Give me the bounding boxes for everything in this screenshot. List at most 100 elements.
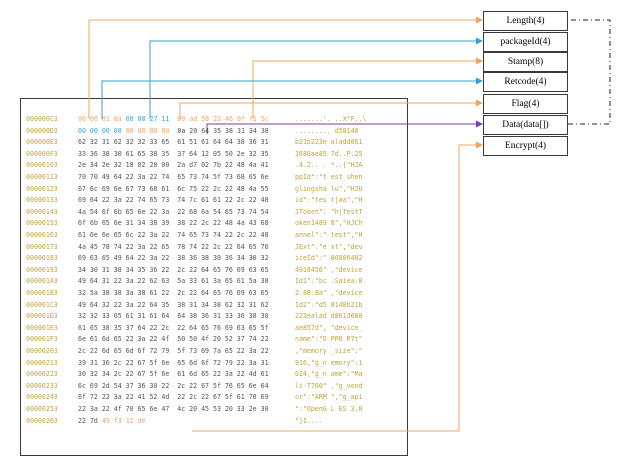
hex-dump-panel [20, 98, 408, 456]
hex-row-address: 000001E3 [26, 323, 58, 332]
hex-row-bytes: 39 31 36 2c 22 67 5f 6e 65 6d 6f 72 79 2… [78, 358, 269, 367]
hex-row-bytes: 22 7d 49 f3 11 de [78, 416, 146, 425]
hex-row-bytes: 49 64 31 22 3a 22 62 63 5a 33 61 3a 65 6… [78, 277, 269, 286]
hex-row-bytes: 6f 6b 65 6e 31 34 38 39 38 22 2c 22 48 4… [78, 219, 269, 228]
hex-row-address: 00000123 [26, 184, 58, 193]
hex-row-address: 00000153 [26, 219, 58, 228]
hex-row-ascii: Id2":"d5 8148b21b [295, 300, 363, 309]
hex-row-ascii: ppId":"t est_shen [295, 173, 363, 181]
hex-row: 00000193 34 30 31 38 34 35 36 22 2c 22 64… [26, 266, 406, 276]
hex-row-bytes: 32 32 33 65 61 31 61 64 64 38 36 31 33 3… [78, 312, 269, 321]
hex-row-ascii: id":"tes t|aa","H [295, 196, 363, 205]
hex-row: 000000C3 00 00 01 8a 00 00 27 11 00 ad 58… [26, 115, 406, 125]
hex-row-address: 000001A3 [26, 277, 58, 286]
hex-row-bytes: 69 63 65 49 64 22 3a 22 38 36 38 30 36 3… [78, 254, 269, 263]
hex-row-bytes: 70 70 49 64 22 3a 22 74 65 73 74 5f 73 6… [78, 173, 269, 181]
hex-row-bytes: 34 30 31 38 34 35 36 22 2c 22 64 65 76 6… [78, 265, 269, 274]
hex-row-bytes: 33 36 38 30 61 65 38 35 37 64 12 05 50 2… [78, 149, 269, 158]
hex-row-address: 000000C3 [26, 115, 58, 123]
field-retcode: Retcode(4) [483, 72, 568, 92]
hex-row-ascii: ......... d58148 [295, 126, 359, 135]
hex-row-address: 00000133 [26, 196, 58, 205]
hex-row-bytes: 6f 72 22 3a 22 41 52 4d 22 2c 22 67 5f 6… [78, 393, 269, 402]
hex-row-ascii: annel":" test","H [295, 231, 363, 239]
hex-row-bytes: 4a 45 78 74 22 3a 22 65 78 74 22 2c 22 6… [78, 242, 269, 251]
hex-row-address: 00000113 [26, 173, 58, 181]
hex-row: 00000143 4a 54 6f 6b 65 6e 22 3a 22 68 6a… [26, 208, 406, 218]
hex-row-ascii: glingsha lu","HJU [295, 184, 363, 193]
hex-row-ascii: ":"OpenG L ES 3.0 [295, 405, 363, 413]
hex-row-ascii: JExt":"e xt","dev [295, 242, 363, 251]
hex-row-bytes: 67 6c 69 6e 67 73 68 61 6c 75 22 2c 22 4… [78, 184, 269, 193]
hex-row: 000001C3 49 64 32 22 3a 22 64 35 38 31 34… [26, 301, 406, 311]
hex-row: 000000E3 62 32 31 62 32 32 33 65 61 51 61… [26, 138, 406, 148]
hex-row: 00000253 22 3a 22 4f 70 65 6e 47 4c 20 45… [26, 405, 406, 415]
hex-row-bytes: 00 00 01 8a 00 00 27 11 00 ad 58 22 46 0… [78, 115, 269, 123]
hex-row-bytes: 2c 22 6d 65 6d 6f 72 79 5f 73 69 7a 65 2… [78, 347, 269, 355]
hex-row-ascii: li-T760" ,"g_vend [295, 381, 363, 390]
hex-row-address: 00000173 [26, 242, 58, 251]
connector-stamp [252, 57, 483, 119]
hex-row-bytes: 69 64 22 3a 22 74 65 73 74 7c 61 61 22 2… [78, 196, 269, 205]
hex-row-address: 00000143 [26, 207, 58, 216]
hex-row-ascii: 2:88:8a" ,"device [295, 289, 363, 297]
hex-row-address: 00000103 [26, 161, 58, 170]
hex-row-address: 000000E3 [26, 138, 58, 147]
hex-row-ascii: JToken": "hjTestT [295, 207, 363, 216]
hex-row: 00000153 6f 6b 65 6e 31 34 38 39 38 22 2c… [26, 219, 406, 229]
hex-row: 00000223 30 32 34 2c 22 67 5f 6e 61 6d 65… [26, 370, 406, 380]
hex-row-bytes: 62 32 31 62 32 32 33 65 61 51 61 64 64 3… [78, 138, 269, 147]
hex-row-bytes: 4a 54 6f 6b 65 6e 22 3a 22 68 6a 54 65 7… [78, 207, 269, 216]
field-stamp: Stamp(8) [483, 52, 568, 72]
hex-row: 00000213 39 31 36 2c 22 67 5f 6e 65 6d 6f… [26, 359, 406, 369]
hex-row-ascii: name":"O PPO R7t" [295, 335, 363, 344]
connector-packageid [149, 37, 483, 119]
connector-encrypt [192, 141, 483, 432]
hex-row-ascii: 024,"g_n ame":"Ma [295, 370, 363, 379]
connector-data [206, 120, 483, 134]
hex-row-bytes: 6c 69 2d 54 37 36 30 22 2c 22 67 5f 76 6… [78, 381, 269, 390]
hex-row-address: 00000253 [26, 405, 58, 413]
hex-row-address: 00000193 [26, 265, 58, 274]
hex-row: 00000113 70 70 49 64 22 3a 22 74 65 73 74… [26, 173, 406, 183]
hex-row-ascii: or":"ARM ","g_api [295, 393, 363, 402]
field-packageid: packageId(4) [483, 32, 568, 52]
hex-row-address: 000000D3 [26, 126, 58, 135]
hex-row: 000000F3 33 36 38 30 61 65 38 35 37 64 12… [26, 150, 406, 160]
hex-row-ascii: iceId":" 86806402 [295, 254, 363, 263]
hex-row-ascii: 223ealad d8613680 [295, 312, 363, 321]
hex-row-bytes: 32 5a 38 38 3a 38 61 22 2c 22 64 65 76 6… [78, 289, 269, 297]
hex-row: 00000123 67 6c 69 6e 67 73 68 61 6c 75 22… [26, 185, 406, 195]
hex-row-ascii: .......'. ..X"F..\ [295, 115, 367, 123]
hex-row-ascii: 916,"g_n emory":1 [295, 358, 363, 367]
hex-row-bytes: 30 32 34 2c 22 67 5f 6e 61 6d 65 22 3a 2… [78, 370, 269, 379]
hex-row: 000001A3 49 64 31 22 3a 22 62 63 5a 33 61… [26, 277, 406, 287]
hex-row-bytes: 49 64 32 22 3a 22 64 35 38 31 34 38 62 3… [78, 300, 269, 309]
field-flag: Flag(4) [483, 94, 568, 114]
hex-row-address: 000000F3 [26, 149, 58, 158]
field-encrypt: Encrypt(4) [483, 136, 568, 156]
hex-row-address: 00000163 [26, 231, 58, 239]
hex-row: 00000133 69 64 22 3a 22 74 65 73 74 7c 61… [26, 196, 406, 206]
field-data: Data(data[]) [483, 115, 568, 135]
hex-row-ascii: 4018456" ,"device [295, 265, 363, 274]
hex-row-address: 000001C3 [26, 300, 58, 309]
hex-row-address: 00000213 [26, 358, 58, 367]
length-to-data-bracket [562, 19, 611, 128]
connector-length [88, 16, 483, 119]
hex-row-bytes: 22 3a 22 4f 70 65 6e 47 4c 20 45 53 20 3… [78, 405, 269, 413]
hex-row-address: 00000223 [26, 370, 58, 379]
hex-row-ascii: .4.2.. . *..{"HJA [295, 161, 363, 170]
hex-row-ascii: ae857d", "device_ [295, 323, 363, 332]
